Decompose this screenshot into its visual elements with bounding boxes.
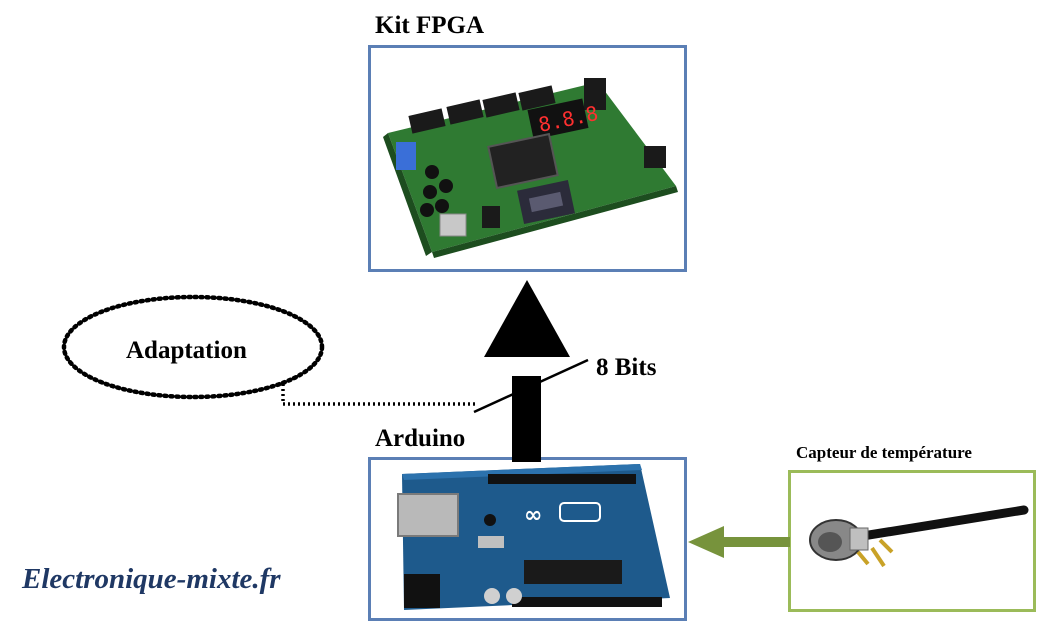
sensor-arrow-shaft [722, 537, 790, 547]
arduino-board-image: ∞ [397, 464, 670, 610]
sensor-title: Capteur de température [796, 443, 972, 462]
sensor-image [809, 505, 1029, 568]
svg-text:∞: ∞ [524, 503, 542, 528]
sensor-arrow-head [688, 526, 724, 558]
bus-slash-mark [473, 358, 589, 414]
bus-arrow-shaft [512, 376, 541, 462]
arduino-title: Arduino [375, 425, 466, 452]
bus-arrow-head [484, 280, 570, 357]
bus-width-label: 8 Bits [596, 354, 657, 381]
adaptation-leader-line [281, 384, 478, 406]
fpga-board-image: 8.8.8 [383, 78, 678, 258]
watermark-text: Electronique-mixte.fr [22, 563, 281, 595]
adaptation-ellipse [61, 294, 325, 400]
fpga-title: Kit FPGA [375, 12, 485, 39]
adaptation-label: Adaptation [126, 337, 247, 364]
